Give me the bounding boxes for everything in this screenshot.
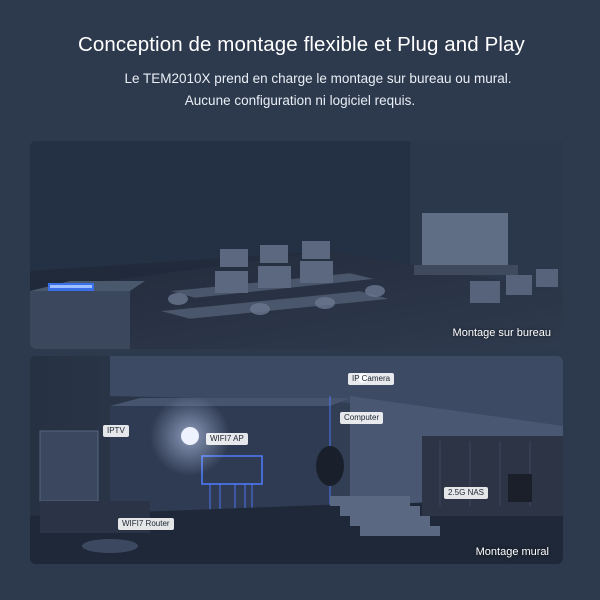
wall-mount-caption: Montage mural (475, 546, 549, 558)
desk-mount-image: Montage sur bureau (30, 141, 563, 349)
header: Conception de montage flexible et Plug a… (0, 0, 600, 140)
subtitle-line-1: Le TEM2010X prend en charge le montage s… (124, 71, 512, 86)
wifi7-ap-label: WIFI7 AP (206, 433, 248, 445)
nas-label: 2.5G NAS (444, 487, 489, 499)
iptv-label: IPTV (103, 425, 129, 437)
desk-mount-caption: Montage sur bureau (452, 327, 551, 339)
ip-camera-label: IP Camera (348, 373, 395, 385)
wifi7-router-label: WIFI7 Router (118, 518, 174, 530)
computer-label: Computer (340, 412, 384, 424)
wall-mount-image: IP Camera Computer IPTV WIFI7 AP 2.5G NA… (30, 356, 563, 564)
desk-mount-illustration (30, 141, 563, 349)
page-title: Conception de montage flexible et Plug a… (78, 33, 525, 56)
wall-mount-illustration (30, 356, 563, 564)
subtitle-line-2: Aucune configuration ni logiciel requis. (184, 93, 416, 108)
